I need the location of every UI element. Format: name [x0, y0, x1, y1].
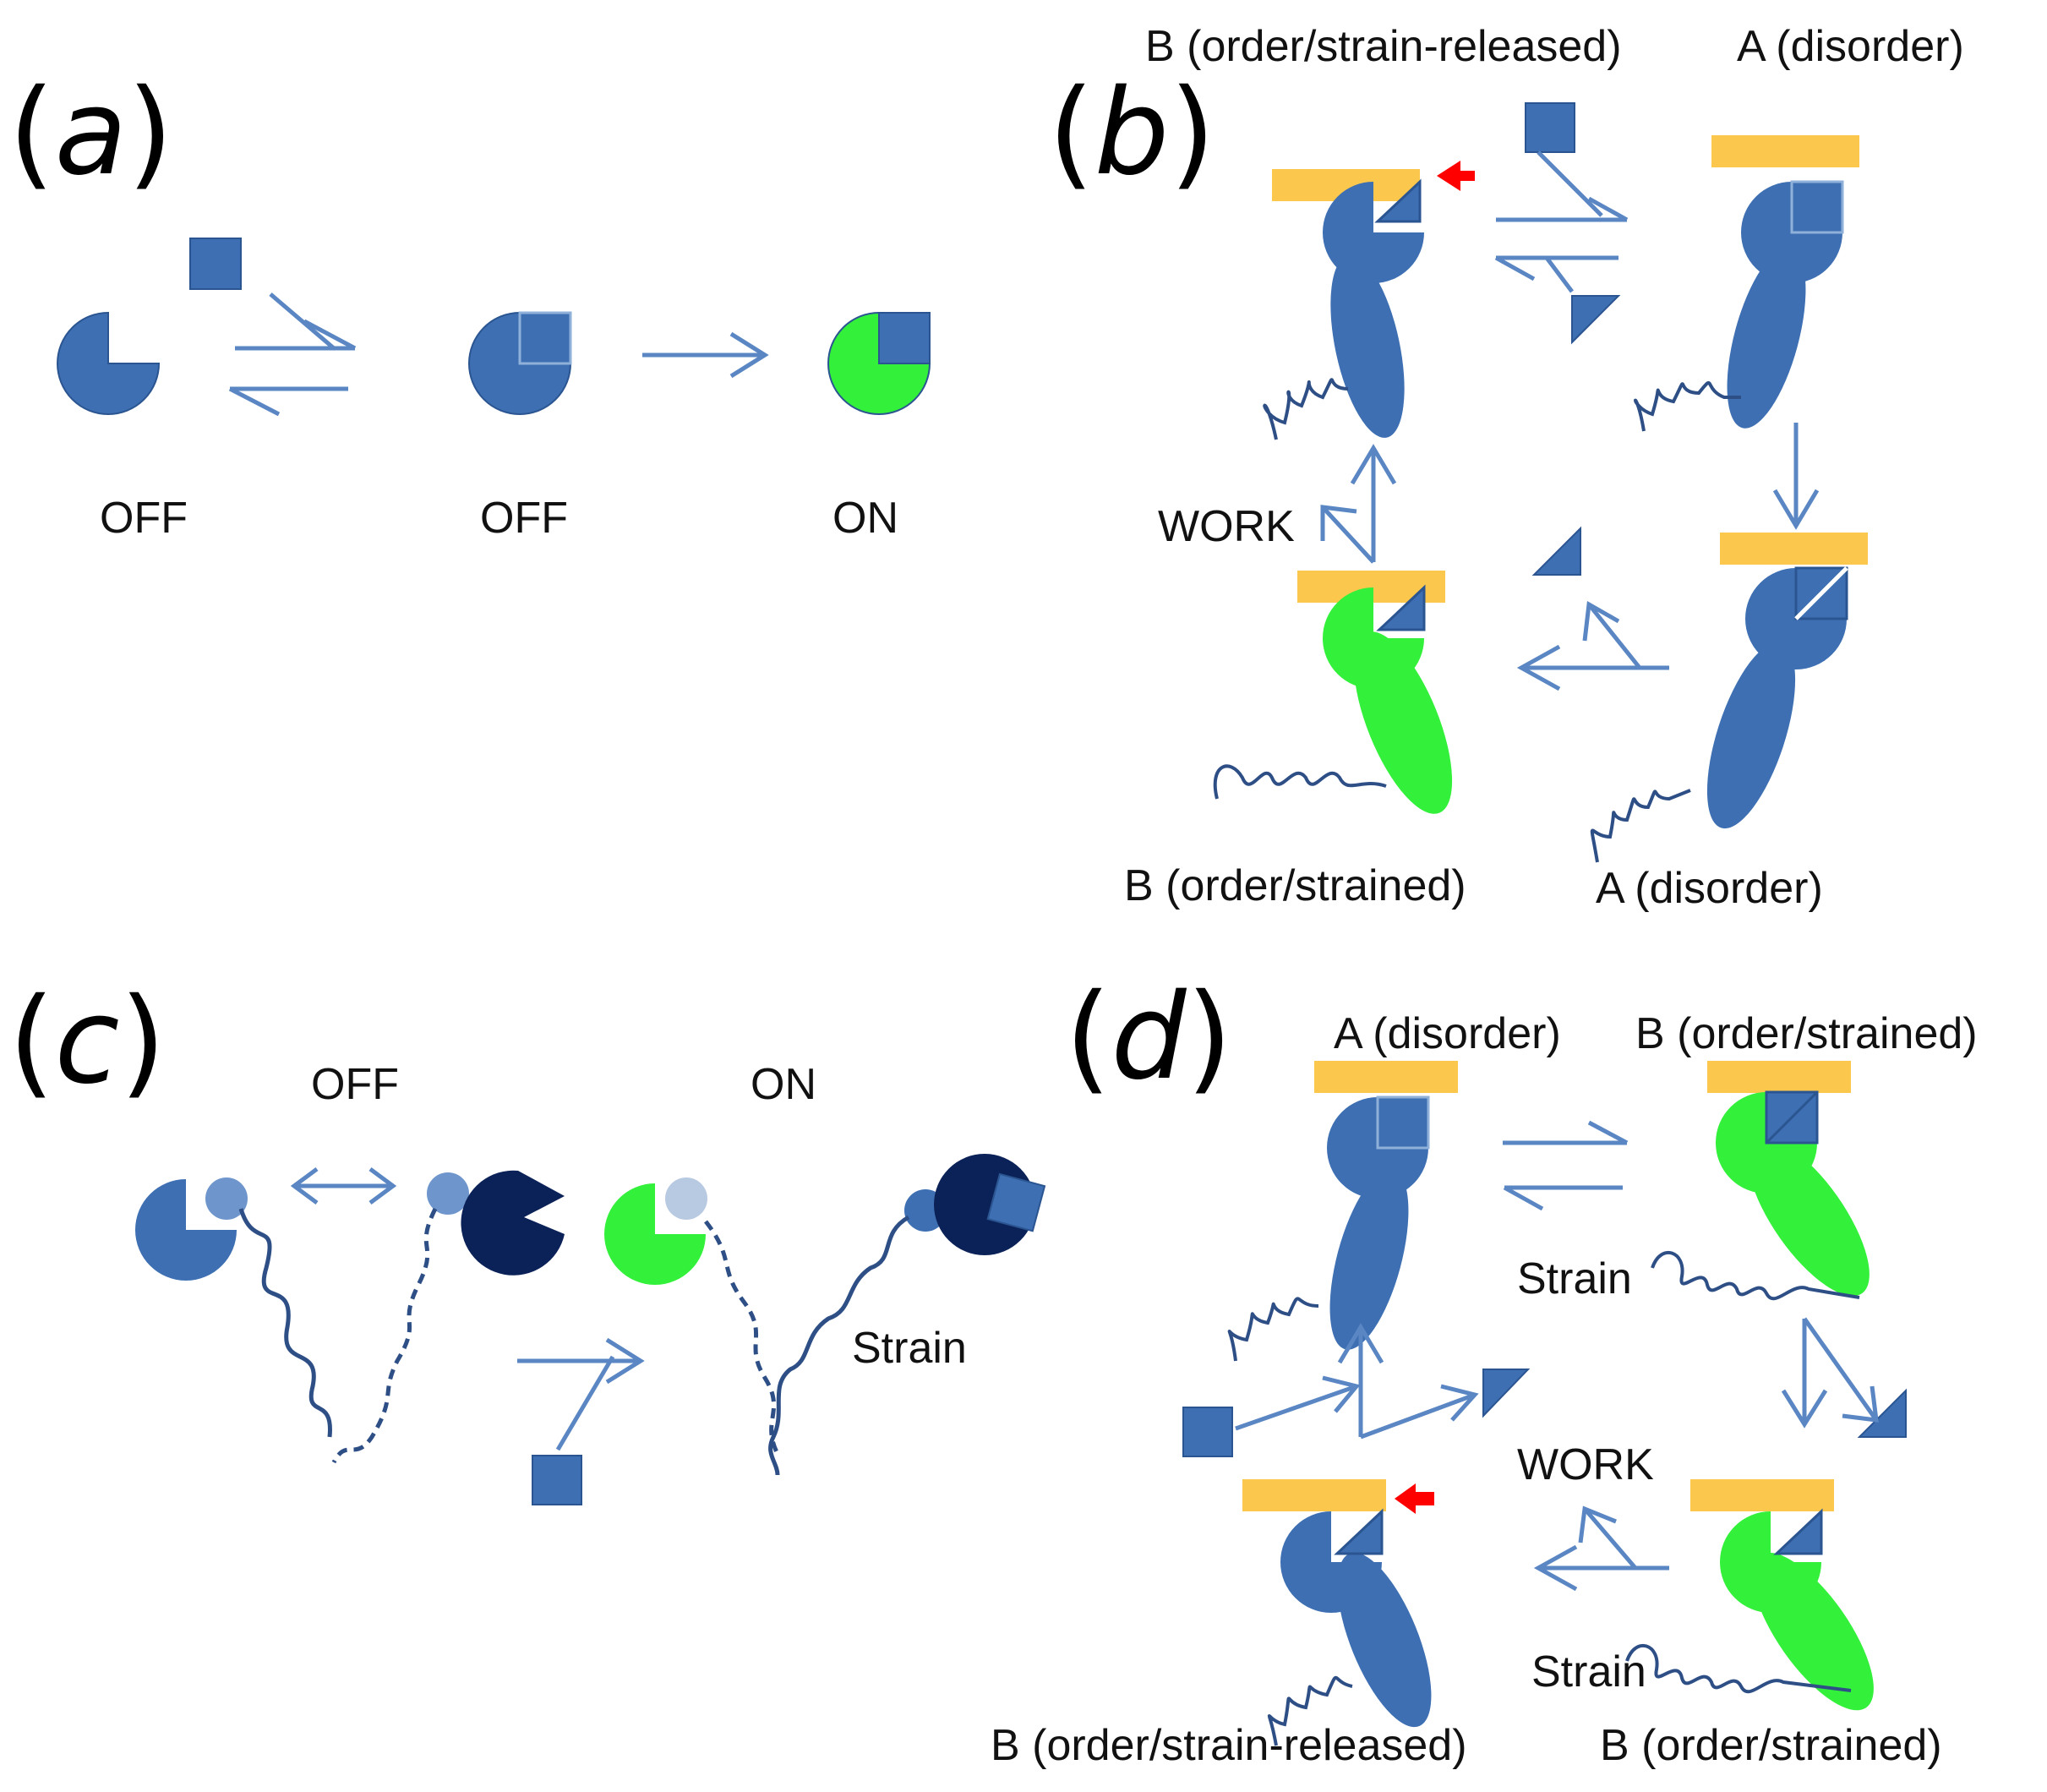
- protein-bound-off: [468, 311, 572, 415]
- protein-d-bottom-left: [1242, 1479, 1434, 1746]
- label-b-top-left: B (order/strain-released): [1145, 22, 1622, 71]
- domain-on-left: [604, 1177, 780, 1456]
- ligand-square: [189, 238, 242, 290]
- spring-coil: [1651, 1250, 1860, 1301]
- ligand-square-d: [1182, 1407, 1233, 1457]
- protein-open-shape: [57, 311, 161, 415]
- state-label-on: ON: [832, 494, 898, 543]
- label-c-on: ON: [751, 1060, 816, 1109]
- arrows-d: [1235, 1120, 1879, 1592]
- product-triangle-d-1: [1482, 1369, 1531, 1418]
- work-label-d: WORK: [1517, 1440, 1654, 1489]
- red-arrow-indicator: [1437, 161, 1475, 191]
- domain-on-right: [768, 1154, 1046, 1476]
- panel-b-letter: (b): [1048, 64, 1215, 202]
- protein-d-top-right: [1651, 1061, 1870, 1301]
- protein-b-top-left: [1263, 161, 1475, 440]
- panel-c-letter: (c): [8, 973, 166, 1111]
- label-b-bottom-right: A (disorder): [1596, 864, 1823, 913]
- double-arrow-c: [290, 1166, 397, 1205]
- spring-coil: [1634, 381, 1741, 432]
- protein-bound-on: [827, 311, 931, 415]
- product-triangle-d-2: [1857, 1388, 1907, 1438]
- protein-a-top-right: [1634, 135, 1859, 432]
- label-d-strain-bottom: Strain: [1531, 1647, 1646, 1696]
- arrows-b: [1320, 150, 1820, 691]
- panel-c: (c) OFF ON Strain: [8, 973, 1046, 1505]
- equilibrium-arrows: [228, 292, 357, 417]
- panel-d-letter: (d): [1065, 969, 1232, 1106]
- protein-d-bottom-right: [1625, 1479, 1874, 1711]
- state-label-off-1: OFF: [100, 494, 188, 543]
- spring-coil: [1590, 789, 1691, 863]
- red-arrow-indicator: [1395, 1483, 1434, 1514]
- product-triangle-b-1: [1571, 295, 1621, 345]
- label-d-top-right: B (order/strained): [1635, 1009, 1978, 1058]
- label-d-top-left: A (disorder): [1334, 1009, 1561, 1058]
- label-b-bottom-left: B (order/strained): [1124, 861, 1466, 910]
- product-triangle-b-2: [1531, 526, 1581, 576]
- state-label-off-2: OFF: [480, 494, 568, 543]
- activation-arrowhead: [729, 331, 769, 379]
- panel-b: (b) B (order/strain-released) A (disorde…: [1048, 22, 1964, 913]
- label-d-bottom-right: B (order/strained): [1600, 1721, 1942, 1770]
- activation-arrow-c: [517, 1337, 645, 1451]
- spring-coil: [1263, 378, 1349, 440]
- spring-coil: [1625, 1643, 1852, 1694]
- domain-off-left: [135, 1177, 332, 1438]
- panel-d: (d) A (disorder) B (order/strained) B (o…: [991, 969, 1978, 1770]
- label-c-strain: Strain: [852, 1324, 967, 1373]
- ligand-square-b: [1525, 102, 1575, 153]
- work-label-b: WORK: [1158, 502, 1295, 551]
- label-b-top-right: A (disorder): [1737, 22, 1964, 71]
- domain-off-right: [331, 1170, 565, 1464]
- label-d-strain-top: Strain: [1517, 1254, 1632, 1303]
- spring-coil: [1267, 1675, 1353, 1746]
- panel-a: (a) OFF OFF ON: [8, 64, 931, 543]
- protein-b-bottom-left: [1213, 571, 1453, 814]
- spring-coil: [1213, 764, 1387, 800]
- spring-coil: [1227, 1297, 1319, 1362]
- label-d-bottom-left: B (order/strain-released): [991, 1721, 1467, 1770]
- label-c-off: OFF: [311, 1060, 399, 1109]
- protein-d-top-left: [1227, 1061, 1458, 1362]
- protein-a-bottom-right: [1590, 533, 1868, 863]
- ligand-square-c: [532, 1455, 582, 1505]
- panel-a-letter: (a): [8, 64, 173, 202]
